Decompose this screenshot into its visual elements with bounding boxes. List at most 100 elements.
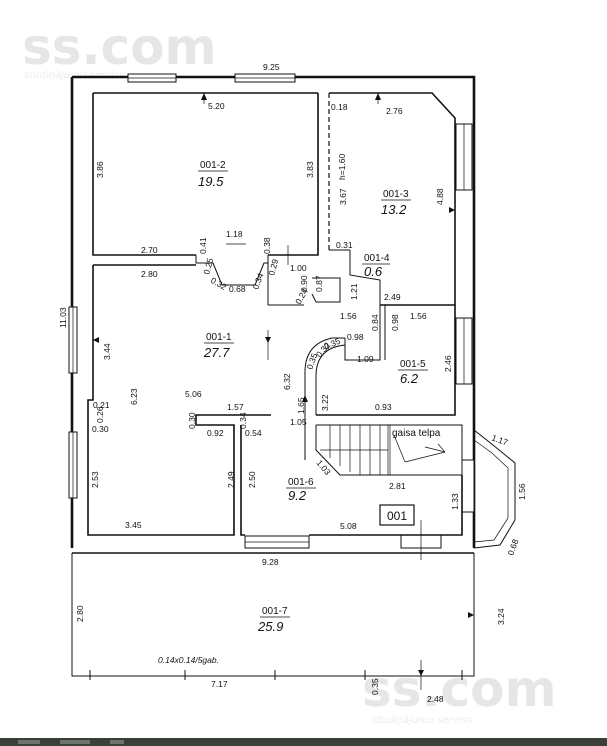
- svg-text:1.03: 1.03: [314, 458, 332, 477]
- svg-text:0.98: 0.98: [347, 332, 364, 342]
- svg-text:0.35: 0.35: [370, 678, 380, 695]
- svg-text:1.56: 1.56: [410, 311, 427, 321]
- svg-text:0.6: 0.6: [364, 264, 383, 279]
- room-001-6-label: 001-6 9.2: [286, 477, 316, 503]
- watermark-brand-bottom: ss.com: [362, 660, 557, 718]
- terrace-posts: [89, 670, 463, 680]
- room-001-5-label: 001-5 6.2: [398, 359, 428, 386]
- svg-text:0.93: 0.93: [375, 402, 392, 412]
- void-label: gaisa telpa: [392, 428, 441, 439]
- svg-text:001-4: 001-4: [364, 253, 390, 264]
- svg-text:5.08: 5.08: [340, 521, 357, 531]
- svg-text:5.06: 5.06: [185, 389, 202, 399]
- svg-text:0.68: 0.68: [229, 284, 246, 294]
- svg-text:0.38: 0.38: [262, 237, 272, 254]
- room-001-1-label: 001-1 27.7: [203, 332, 234, 360]
- svg-text:0.54: 0.54: [245, 428, 262, 438]
- svg-text:13.2: 13.2: [381, 202, 407, 217]
- floor-tag: 001: [379, 504, 415, 526]
- svg-text:0.87: 0.87: [314, 275, 324, 292]
- bottom-strip: [0, 738, 607, 746]
- room-001-7-label: 001-7 25.9: [257, 606, 290, 634]
- svg-text:19.5: 19.5: [198, 174, 224, 189]
- svg-text:11.03: 11.03: [58, 307, 68, 328]
- svg-text:0.21: 0.21: [93, 400, 110, 410]
- svg-text:6.2: 6.2: [400, 371, 419, 386]
- terrace-note: 0.14x0.14/5gab.: [158, 655, 219, 665]
- dimension-arrows: [93, 93, 474, 690]
- svg-text:001-7: 001-7: [262, 606, 288, 617]
- room-001-2-label: 001-2 19.5: [198, 160, 228, 189]
- svg-text:0.34: 0.34: [238, 412, 248, 429]
- svg-text:2.48: 2.48: [427, 694, 444, 704]
- room-001-4-label: 001-4 0.6: [362, 253, 390, 279]
- svg-text:4.88: 4.88: [435, 188, 445, 205]
- svg-text:0.98: 0.98: [390, 314, 400, 331]
- svg-text:0.18: 0.18: [331, 102, 348, 112]
- svg-text:1.18: 1.18: [226, 229, 243, 239]
- svg-text:0.68: 0.68: [505, 537, 520, 556]
- svg-text:2.81: 2.81: [389, 481, 406, 491]
- svg-text:001: 001: [387, 509, 407, 523]
- svg-text:2.53: 2.53: [90, 471, 100, 488]
- svg-text:0.25: 0.25: [201, 257, 215, 276]
- interior-walls: [87, 92, 516, 560]
- watermark-brand-top: ss.com: [22, 18, 217, 76]
- svg-text:1.56: 1.56: [517, 483, 527, 500]
- svg-text:3.22: 3.22: [320, 394, 330, 411]
- svg-text:0.34: 0.34: [250, 271, 265, 290]
- svg-text:0.29: 0.29: [266, 258, 280, 277]
- svg-text:3.67: 3.67: [338, 188, 348, 205]
- svg-text:1.00: 1.00: [290, 263, 307, 273]
- svg-text:1.65: 1.65: [296, 397, 306, 414]
- svg-text:001-3: 001-3: [383, 189, 409, 200]
- svg-text:0.32: 0.32: [209, 275, 229, 292]
- svg-text:3.24: 3.24: [496, 608, 506, 625]
- svg-text:0.26: 0.26: [95, 406, 105, 423]
- svg-text:0.30: 0.30: [187, 412, 197, 429]
- svg-text:1.05: 1.05: [290, 417, 307, 427]
- svg-text:1.09: 1.09: [357, 354, 374, 364]
- svg-text:1.21: 1.21: [349, 283, 359, 300]
- svg-text:2.76: 2.76: [386, 106, 403, 116]
- svg-text:0.41: 0.41: [198, 237, 208, 254]
- svg-text:2.46: 2.46: [443, 355, 453, 372]
- svg-text:3.83: 3.83: [305, 161, 315, 178]
- svg-text:3.44: 3.44: [102, 343, 112, 360]
- svg-text:2.49: 2.49: [384, 292, 401, 302]
- svg-text:25.9: 25.9: [257, 619, 283, 634]
- svg-text:2.80: 2.80: [141, 269, 158, 279]
- svg-text:0.31: 0.31: [336, 240, 353, 250]
- svg-text:2.50: 2.50: [247, 471, 257, 488]
- svg-text:2.49: 2.49: [226, 471, 236, 488]
- height-mark: h=1.60: [337, 153, 347, 180]
- svg-text:001-6: 001-6: [288, 477, 314, 488]
- svg-text:9.2: 9.2: [288, 488, 307, 503]
- svg-text:0.30: 0.30: [92, 424, 109, 434]
- svg-text:0.84: 0.84: [370, 314, 380, 331]
- svg-text:0.92: 0.92: [207, 428, 224, 438]
- svg-text:3.45: 3.45: [125, 520, 142, 530]
- svg-text:9.28: 9.28: [262, 557, 279, 567]
- svg-text:5.20: 5.20: [208, 101, 225, 111]
- svg-text:001-5: 001-5: [400, 359, 426, 370]
- svg-text:2.80: 2.80: [75, 605, 85, 622]
- svg-text:7.17: 7.17: [211, 679, 228, 689]
- svg-text:2.70: 2.70: [141, 245, 158, 255]
- svg-text:001-1: 001-1: [206, 332, 232, 343]
- svg-text:001-2: 001-2: [200, 160, 226, 171]
- svg-text:6.32: 6.32: [282, 373, 292, 390]
- svg-text:1.33: 1.33: [450, 493, 460, 510]
- room-001-3-label: 001-3 13.2: [381, 189, 411, 217]
- windows: [68, 73, 475, 549]
- svg-text:6.23: 6.23: [129, 388, 139, 405]
- stair-treads: [320, 425, 446, 475]
- watermark-tagline-bottom: studiņājumu serviss: [372, 715, 472, 726]
- svg-text:9.25: 9.25: [263, 62, 280, 72]
- svg-text:0.90: 0.90: [299, 275, 309, 292]
- svg-text:1.56: 1.56: [340, 311, 357, 321]
- svg-text:3.86: 3.86: [95, 161, 105, 178]
- watermark-tagline-top: studiņājumu serviss: [24, 70, 124, 81]
- svg-text:1.57: 1.57: [227, 402, 244, 412]
